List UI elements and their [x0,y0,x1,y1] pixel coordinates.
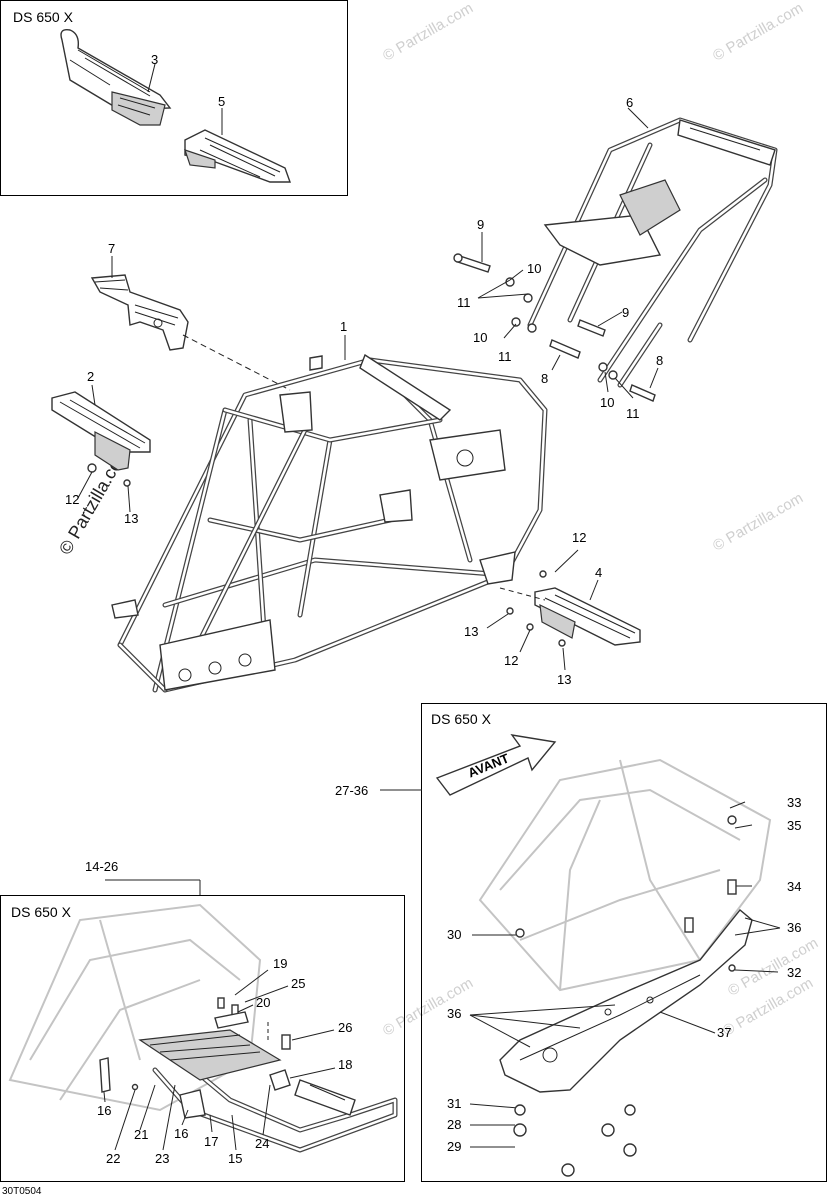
callout-33: 33 [787,795,802,810]
diagram-code: 30T0504 [2,1186,42,1197]
callout-32: 32 [787,965,802,980]
callout-10-c: 10 [600,395,615,410]
callout-13-a: 13 [124,511,139,526]
forward-arrow-icon [435,734,557,796]
callout-1: 1 [340,319,348,334]
callout-35: 35 [787,818,802,833]
callout-13-c: 13 [557,672,572,687]
callout-36-b: 36 [447,1006,462,1021]
callout-19: 19 [273,956,288,971]
callout-36-a: 36 [787,920,802,935]
callout-13-b: 13 [464,624,479,639]
inset-top-left-title: DS 650 X [13,9,73,25]
callout-15: 15 [228,1151,243,1166]
bumper-fasteners [99,997,291,1119]
callout-20: 20 [256,995,271,1010]
callout-8-b: 8 [656,353,664,368]
callout-29: 29 [447,1139,462,1154]
inset-bottom-left-title: DS 650 X [11,904,71,920]
skid-frame-ghost [478,758,772,992]
callout-5: 5 [218,94,226,109]
subframe-fasteners [453,253,656,402]
footpeg-5 [184,129,291,183]
callout-3: 3 [151,52,159,67]
rear-subframe-6 [527,117,778,388]
callout-11-c: 11 [626,406,640,421]
inset-top-left: DS 650 X [0,0,348,196]
callout-18: 18 [338,1057,353,1072]
callout-22: 22 [106,1151,121,1166]
callout-24: 24 [255,1136,270,1151]
callout-9-a: 9 [477,217,485,232]
footpeg-2 [51,391,151,487]
callout-34: 34 [787,879,802,894]
callout-28: 28 [447,1117,462,1132]
group-label-bumper: 14-26 [85,859,119,874]
callout-10-a: 10 [527,261,542,276]
callout-6: 6 [626,95,634,110]
callout-9-b: 9 [622,305,630,320]
main-frame-1 [111,353,548,693]
callout-12-a: 12 [65,492,80,507]
group-label-skid-plate: 27-36 [335,783,369,798]
footpeg-4 [506,570,641,647]
callout-30: 30 [447,927,462,942]
callout-21: 21 [134,1127,149,1142]
callout-12-b: 12 [572,530,587,545]
callout-11-b: 11 [498,349,512,364]
bumper-frame-ghost [8,903,262,1112]
bracket-7 [90,274,189,351]
callout-16-a: 16 [97,1103,112,1118]
callout-16-b: 16 [174,1126,189,1141]
inset-bottom-left: DS 650 X [0,895,405,1182]
callout-37: 37 [717,1025,732,1040]
bumper-15 [138,1029,398,1153]
callout-31: 31 [447,1096,462,1111]
callout-17: 17 [204,1134,219,1149]
callout-7: 7 [108,241,116,256]
callout-12-c: 12 [504,653,519,668]
callout-25: 25 [291,976,306,991]
inset-bottom-right-title: DS 650 X [431,711,491,727]
callout-10-b: 10 [473,330,488,345]
callout-11-a: 11 [457,295,471,310]
callout-4: 4 [595,565,603,580]
callout-26: 26 [338,1020,353,1035]
footpeg-3 [60,29,172,126]
callout-8-a: 8 [541,371,549,386]
skid-plate-37 [499,909,753,1093]
callout-23: 23 [155,1151,170,1166]
callout-2: 2 [87,369,95,384]
